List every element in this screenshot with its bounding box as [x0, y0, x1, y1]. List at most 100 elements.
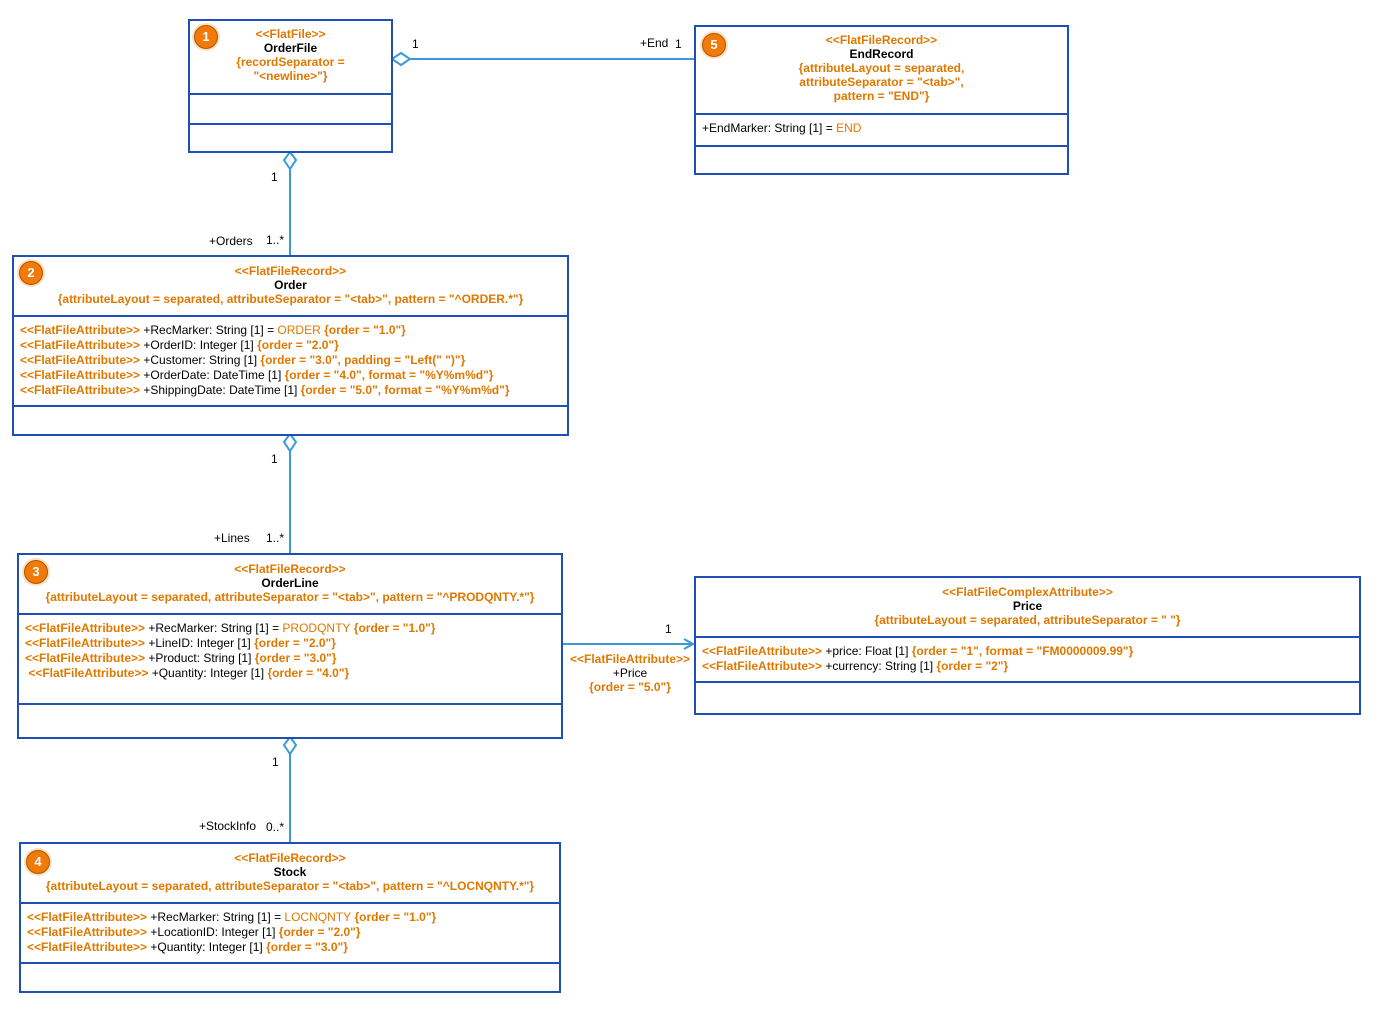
class-stereotype: <<FlatFileComplexAttribute>> — [942, 585, 1113, 599]
line-price-target-multiplicity: 1 — [665, 622, 672, 636]
attribute-value: ORDER — [277, 323, 321, 337]
attribute-text: +Quantity: Integer [1] — [147, 940, 267, 954]
class-stereotype: <<FlatFileRecord>> — [234, 264, 347, 278]
class-order[interactable]: 2 <<FlatFileRecord>> Order {attributeLay… — [12, 255, 569, 436]
class-stock[interactable]: 4 <<FlatFileRecord>> Stock {attributeLay… — [19, 842, 561, 993]
class-operations — [696, 147, 1067, 173]
attribute-text: +Product: String [1] — [145, 651, 255, 665]
attribute-value: END — [836, 121, 862, 135]
attribute-tag: {order = "2.0"} — [278, 925, 361, 939]
attribute-text: +Customer: String [1] — [140, 353, 261, 367]
attribute-tag: {order = "2.0"} — [254, 636, 336, 650]
attribute-row: <<FlatFileAttribute>> +RecMarker: String… — [20, 323, 561, 338]
attribute-tag: {order = "1.0"} — [320, 323, 406, 337]
class-name: EndRecord — [849, 47, 914, 61]
attribute-tag: {order = "3.0", padding = "Left(" ")"} — [260, 353, 466, 367]
aggregation-diamond-icon — [282, 432, 298, 453]
file-end-source-multiplicity: 1 — [412, 37, 419, 51]
class-name: Price — [1012, 599, 1043, 613]
class-orderline[interactable]: 3 <<FlatFileRecord>> OrderLine {attribut… — [17, 553, 563, 739]
file-orders-role: +Orders — [209, 234, 253, 248]
attribute-row: <<FlatFileAttribute>> +Quantity: Integer… — [25, 666, 555, 681]
order-lines-target-multiplicity: 1..* — [266, 531, 285, 545]
badge-number: 2 — [19, 261, 43, 285]
class-stereotype: <<FlatFile>> — [255, 27, 326, 41]
attribute-tag: {order = "5.0", format = "%Y%m%d"} — [300, 383, 510, 397]
class-header: 4 <<FlatFileRecord>> Stock {attributeLay… — [21, 844, 559, 904]
attribute-row: <<FlatFileAttribute>> +price: Float [1] … — [702, 644, 1353, 659]
attribute-stereotype: <<FlatFileAttribute>> — [25, 651, 146, 665]
order-lines-source-multiplicity: 1 — [271, 452, 278, 466]
attribute-row: <<FlatFileAttribute>> +currency: String … — [702, 659, 1353, 674]
attribute-text: +OrderDate: DateTime [1] — [140, 368, 285, 382]
attribute-row: <<FlatFileAttribute>> +OrderDate: DateTi… — [20, 368, 561, 383]
attribute-row: <<FlatFileAttribute>> +ShippingDate: Dat… — [20, 383, 561, 398]
badge-number: 4 — [26, 850, 50, 874]
badge-number: 3 — [24, 560, 48, 584]
attribute-stereotype: <<FlatFileAttribute>> — [20, 368, 141, 382]
attribute-text: +Quantity: Integer [1] — [148, 666, 268, 680]
attribute-tag: {order = "1.0"} — [350, 621, 436, 635]
attribute-text: +currency: String [1] — [822, 659, 937, 673]
attribute-stereotype: <<FlatFileAttribute>> — [20, 383, 141, 397]
attribute-tag: {order = "3.0"} — [266, 940, 348, 954]
attribute-text: +LineID: Integer [1] — [145, 636, 255, 650]
class-attributes: <<FlatFileAttribute>> +RecMarker: String… — [19, 615, 561, 705]
attribute-stereotype: <<FlatFileAttribute>> — [20, 323, 141, 337]
class-constraint: pattern = "END"} — [833, 89, 930, 103]
attribute-text: +RecMarker: String [1] = — [140, 323, 278, 337]
aggregation-diamond-icon — [282, 150, 298, 171]
class-header: 1 <<FlatFile>> OrderFile {recordSeparato… — [190, 21, 391, 95]
attribute-tag: {order = "4.0"} — [267, 666, 350, 680]
file-end-role: +End — [640, 36, 669, 50]
class-header: 5 <<FlatFileRecord>> EndRecord {attribut… — [696, 27, 1067, 115]
class-attributes: <<FlatFileAttribute>> +RecMarker: String… — [14, 317, 567, 407]
line-price-label: <<FlatFileAttribute>> +Price {order = "5… — [568, 652, 692, 694]
arrowhead-icon — [683, 638, 696, 650]
class-header: <<FlatFileComplexAttribute>> Price {attr… — [696, 578, 1359, 638]
class-name: Stock — [273, 865, 307, 879]
class-attributes: +EndMarker: String [1] = END — [696, 115, 1067, 147]
attribute-row: <<FlatFileAttribute>> +LineID: Integer [… — [25, 636, 555, 651]
aggregation-diamond-icon — [390, 51, 412, 67]
class-name: OrderLine — [261, 576, 319, 590]
class-header: 2 <<FlatFileRecord>> Order {attributeLay… — [14, 257, 567, 317]
class-operations — [190, 125, 391, 151]
attribute-text: +LocationID: Integer [1] — [147, 925, 279, 939]
class-endrecord[interactable]: 5 <<FlatFileRecord>> EndRecord {attribut… — [694, 25, 1069, 175]
attribute-value: PRODQNTY — [282, 621, 351, 635]
attribute-tag: {order = "2"} — [936, 659, 1009, 673]
attribute-tag: {order = "4.0", format = "%Y%m%d"} — [284, 368, 494, 382]
attribute-text: +EndMarker: String [1] = — [702, 121, 837, 135]
class-name: Order — [274, 278, 307, 292]
badge-number: 1 — [194, 25, 218, 49]
attribute-tag: {order = "1", format = "FM0000009.99"} — [911, 644, 1134, 658]
attribute-value: LOCNQNTY — [284, 910, 352, 924]
line-price-stereotype: <<FlatFileAttribute>> — [569, 652, 691, 666]
class-constraint: attributeSeparator = "<tab>", — [799, 75, 964, 89]
attribute-stereotype: <<FlatFileAttribute>> — [20, 353, 141, 367]
attribute-stereotype: <<FlatFileAttribute>> — [25, 636, 146, 650]
line-stock-source-multiplicity: 1 — [272, 755, 279, 769]
attribute-row: <<FlatFileAttribute>> +LocationID: Integ… — [27, 925, 553, 940]
class-name: OrderFile — [263, 41, 318, 55]
attribute-stereotype: <<FlatFileAttribute>> — [702, 644, 823, 658]
class-operations — [14, 407, 567, 434]
attribute-tag: {order = "3.0"} — [254, 651, 337, 665]
attribute-row: <<FlatFileAttribute>> +Customer: String … — [20, 353, 561, 368]
line-price-role: +Price — [612, 666, 648, 680]
class-orderfile[interactable]: 1 <<FlatFile>> OrderFile {recordSeparato… — [188, 19, 393, 153]
file-orders-source-multiplicity: 1 — [271, 170, 278, 184]
class-stereotype: <<FlatFileRecord>> — [825, 33, 938, 47]
class-constraint: {attributeLayout = separated, attributeS… — [57, 292, 524, 306]
class-price[interactable]: <<FlatFileComplexAttribute>> Price {attr… — [694, 576, 1361, 715]
class-constraint: {attributeLayout = separated, — [798, 61, 965, 75]
class-attributes: <<FlatFileAttribute>> +price: Float [1] … — [696, 638, 1359, 683]
attribute-row: <<FlatFileAttribute>> +Quantity: Integer… — [27, 940, 553, 955]
class-constraint: "<newline>"} — [253, 69, 328, 83]
line-price-tag: {order = "5.0"} — [589, 680, 671, 694]
attribute-text: +ShippingDate: DateTime [1] — [140, 383, 301, 397]
attribute-row: <<FlatFileAttribute>> +RecMarker: String… — [27, 910, 553, 925]
class-constraint: {attributeLayout = separated, attributeS… — [45, 590, 535, 604]
attribute-text: +RecMarker: String [1] = — [145, 621, 283, 635]
